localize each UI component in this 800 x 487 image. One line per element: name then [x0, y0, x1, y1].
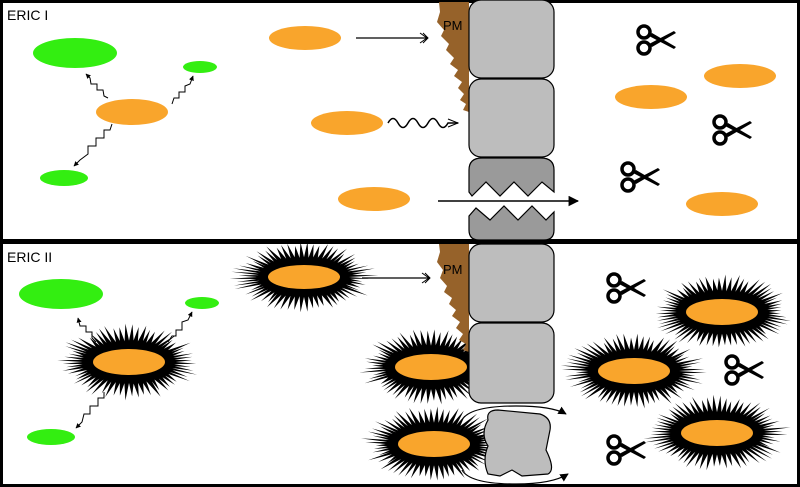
spiky-orange-cell [643, 394, 791, 471]
orange-cell [338, 187, 410, 211]
barrier-segment [468, 243, 555, 323]
panel-eric-2: ERIC II PM [0, 241, 800, 487]
zigzag-arrow-icon [75, 392, 105, 429]
circular-arrow-icon [461, 405, 567, 421]
orange-cell [311, 111, 383, 135]
cell-cluster-1 [33, 38, 217, 186]
spiky-orange-cell [361, 406, 506, 481]
orange-cell-core [686, 299, 758, 325]
broken-segment-upper [468, 157, 555, 197]
panel-2-label: ERIC II [7, 249, 52, 265]
orange-cell-center [96, 99, 168, 125]
barrier-segment [468, 0, 555, 79]
cell-cluster-2 [19, 279, 219, 445]
barrier-segment [468, 322, 555, 404]
spiky-orange-cell [57, 323, 198, 401]
green-cell-large [33, 38, 117, 68]
orange-cell [704, 64, 776, 88]
zigzag-arrow-icon [73, 123, 113, 167]
orange-cell-core [93, 349, 165, 375]
orange-cell-core [398, 431, 470, 457]
pm-label: PM [443, 262, 463, 277]
green-cell-large [19, 279, 103, 309]
spiky-orange-cell [560, 333, 707, 409]
zigzag-arrow-icon [76, 317, 97, 343]
zigzag-arrow-icon [85, 73, 109, 99]
wavy-arrow-icon [387, 117, 458, 129]
released-segment [483, 409, 553, 477]
broken-segment-lower [468, 205, 555, 241]
panel-eric-1: ERIC I PM [0, 0, 800, 242]
green-cell-small [183, 61, 217, 73]
spiky-orange-cell [655, 274, 791, 348]
orange-cell-core [681, 420, 753, 446]
pm-label: PM [443, 18, 463, 33]
green-cell-small [185, 297, 219, 309]
orange-cell [269, 26, 341, 50]
spiky-orange-cell [229, 241, 379, 313]
orange-cell-core [395, 354, 467, 380]
orange-cell [615, 85, 687, 109]
orange-cell-core [598, 358, 670, 384]
circular-arrow-icon [461, 469, 569, 485]
zigzag-arrow-icon [167, 311, 193, 343]
barrier-segment [468, 78, 555, 158]
orange-cell [686, 192, 758, 216]
plasma-membrane [437, 2, 469, 112]
green-cell-medium [27, 429, 75, 445]
green-cell-medium [40, 170, 88, 186]
orange-cell-core [268, 265, 340, 289]
panel-1-label: ERIC I [7, 7, 48, 23]
zigzag-arrow-icon [171, 75, 194, 105]
plasma-membrane [437, 244, 469, 352]
